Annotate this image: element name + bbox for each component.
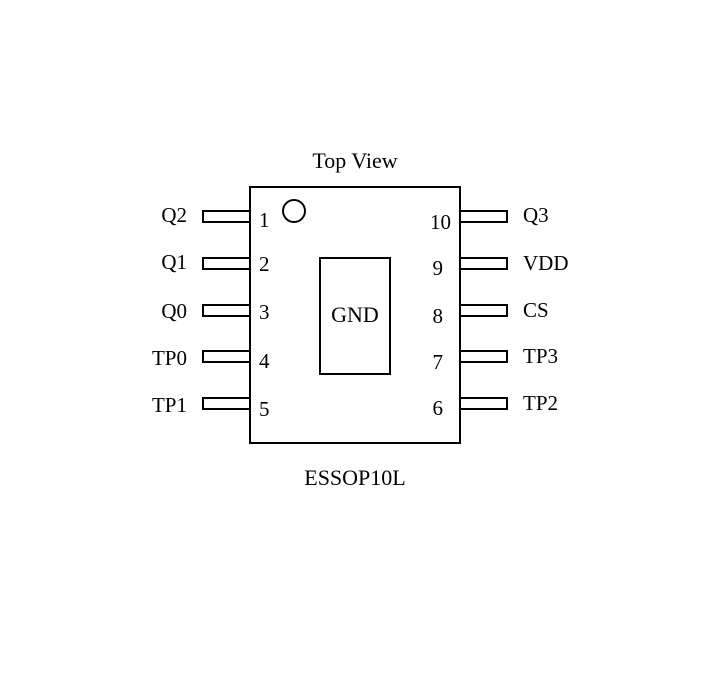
pin1-marker-icon [282, 199, 306, 223]
left-pin-2: Q1 2 [161, 250, 269, 276]
right-pin-6: TP2 6 [433, 391, 559, 420]
pin-label: Q1 [161, 250, 187, 274]
pin-lead [459, 210, 508, 223]
pin-number: 4 [259, 349, 270, 373]
left-pin-5: TP1 5 [152, 393, 270, 421]
package-name: ESSOP10L [304, 465, 405, 490]
pin-label: TP0 [152, 346, 187, 370]
pin-lead [202, 304, 251, 317]
pin-label: TP3 [523, 344, 558, 368]
pin-label: TP2 [523, 391, 558, 415]
pin-lead [459, 257, 508, 270]
right-pin-8: CS 8 [433, 298, 549, 328]
pin-lead [202, 397, 251, 410]
pin-label: VDD [523, 251, 569, 275]
pin-number: 8 [433, 304, 444, 328]
pin-label: TP1 [152, 393, 187, 417]
pin-label: Q3 [523, 203, 549, 227]
pin-number: 3 [259, 300, 270, 324]
left-pin-4: TP0 4 [152, 346, 270, 373]
left-pin-3: Q0 3 [161, 299, 269, 324]
right-pin-9: VDD 9 [433, 251, 569, 280]
pin-number: 2 [259, 252, 270, 276]
pin-lead [202, 257, 251, 270]
pin-number: 1 [259, 208, 270, 232]
pin-label: Q2 [161, 203, 187, 227]
diagram-title: Top View [312, 148, 397, 173]
pin-label: CS [523, 298, 549, 322]
pin-label: Q0 [161, 299, 187, 323]
pin-lead [459, 397, 508, 410]
pin-number: 5 [259, 397, 270, 421]
pin-lead [202, 210, 251, 223]
pin-lead [202, 350, 251, 363]
left-pin-1: Q2 1 [161, 203, 269, 232]
exposed-pad-label: GND [331, 302, 379, 327]
pin-number: 10 [430, 210, 451, 234]
pin-number: 6 [433, 396, 444, 420]
pin-number: 9 [433, 256, 444, 280]
right-pin-7: TP3 7 [433, 344, 559, 374]
pin-lead [459, 304, 508, 317]
pin-number: 7 [433, 350, 444, 374]
right-pin-10: Q3 10 [430, 203, 549, 234]
pin-lead [459, 350, 508, 363]
exposed-pad [319, 257, 391, 375]
